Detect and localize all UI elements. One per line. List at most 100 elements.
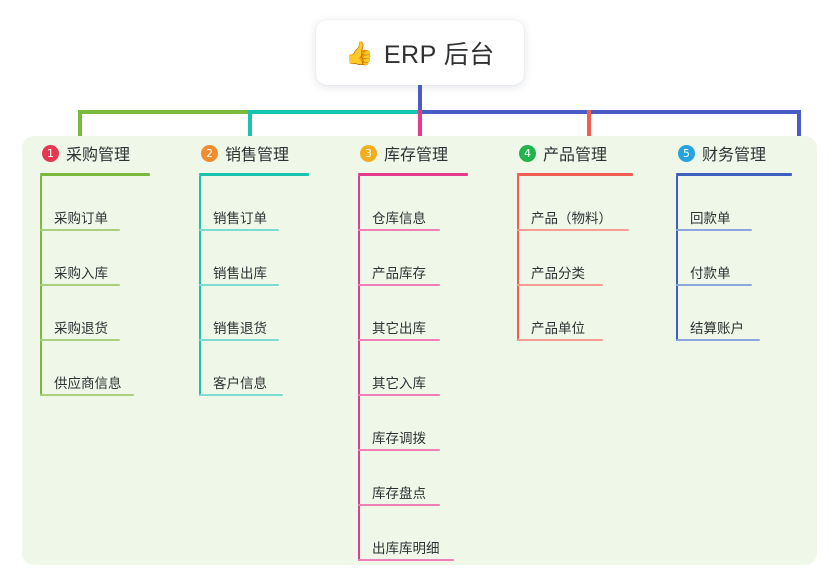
module-item[interactable]: 库存盘点 bbox=[358, 451, 499, 506]
module-item[interactable]: 销售退货 bbox=[199, 286, 340, 341]
module-item-rule bbox=[199, 229, 279, 231]
module-spine bbox=[40, 176, 42, 396]
module-item[interactable]: 仓库信息 bbox=[358, 176, 499, 231]
module-item-rule bbox=[358, 504, 440, 506]
module-item-rule bbox=[517, 339, 603, 341]
module-item-label: 客户信息 bbox=[213, 376, 267, 392]
module-title: 产品管理 bbox=[543, 147, 608, 164]
module-header[interactable]: 3 库存管理 bbox=[340, 136, 499, 170]
module-header-rule bbox=[676, 173, 792, 176]
module-item-rule bbox=[40, 229, 120, 231]
module-item[interactable]: 采购入库 bbox=[40, 231, 181, 286]
module-item-label: 库存调拨 bbox=[372, 431, 426, 447]
module-header[interactable]: 1 采购管理 bbox=[22, 136, 181, 170]
module-header[interactable]: 2 销售管理 bbox=[181, 136, 340, 170]
module-item-rule bbox=[358, 559, 454, 561]
module-header-rule bbox=[358, 173, 468, 176]
module-item-rule bbox=[40, 284, 120, 286]
module-column: 1 采购管理采购订单采购入库采购退货供应商信息 bbox=[22, 136, 181, 565]
module-items: 采购订单采购入库采购退货供应商信息 bbox=[40, 176, 181, 396]
module-badge: 3 bbox=[360, 144, 377, 162]
module-column: 4 产品管理产品（物料） 产品分类产品单位 bbox=[499, 136, 658, 565]
module-item[interactable]: 采购订单 bbox=[40, 176, 181, 231]
module-spine bbox=[358, 176, 360, 561]
module-badge: 2 bbox=[201, 144, 218, 162]
module-item-rule bbox=[199, 394, 283, 396]
root-node-card[interactable]: 👍 ERP 后台 bbox=[316, 20, 524, 85]
module-item[interactable]: 客户信息 bbox=[199, 341, 340, 396]
module-spine bbox=[676, 176, 678, 341]
module-item-label: 销售出库 bbox=[213, 266, 267, 282]
module-item-rule bbox=[676, 284, 752, 286]
module-item[interactable]: 库存调拨 bbox=[358, 396, 499, 451]
module-item[interactable]: 付款单 bbox=[676, 231, 817, 286]
module-items: 回款单付款单结算账户 bbox=[676, 176, 817, 341]
module-item-rule bbox=[358, 449, 440, 451]
module-item-rule bbox=[676, 229, 752, 231]
module-item[interactable]: 供应商信息 bbox=[40, 341, 181, 396]
module-item-rule bbox=[358, 394, 440, 396]
module-item-rule bbox=[199, 339, 279, 341]
module-items: 仓库信息产品库存其它出库其它入库库存调拨库存盘点出库库明细 bbox=[358, 176, 499, 561]
module-header[interactable]: 5 财务管理 bbox=[658, 136, 817, 170]
module-header-rule bbox=[40, 173, 150, 176]
module-item[interactable]: 采购退货 bbox=[40, 286, 181, 341]
module-title: 销售管理 bbox=[225, 147, 290, 164]
module-item[interactable]: 结算账户 bbox=[676, 286, 817, 341]
module-item-label: 其它入库 bbox=[372, 376, 426, 392]
module-spine bbox=[517, 176, 519, 341]
module-item[interactable]: 回款单 bbox=[676, 176, 817, 231]
module-item[interactable]: 其它入库 bbox=[358, 341, 499, 396]
module-item-rule bbox=[517, 229, 629, 231]
module-badge: 1 bbox=[42, 144, 59, 162]
module-item-label: 供应商信息 bbox=[54, 376, 122, 392]
module-item-label: 采购退货 bbox=[54, 321, 108, 337]
module-items: 产品（物料） 产品分类产品单位 bbox=[517, 176, 658, 341]
module-item-label: 结算账户 bbox=[690, 321, 744, 337]
module-item-label: 出库库明细 bbox=[372, 541, 440, 557]
module-item-label: 销售退货 bbox=[213, 321, 267, 337]
module-items: 销售订单销售出库销售退货客户信息 bbox=[199, 176, 340, 396]
module-item-rule bbox=[517, 284, 603, 286]
module-badge: 4 bbox=[519, 144, 536, 162]
root-node-content: 👍 ERP 后台 bbox=[345, 35, 495, 71]
module-item-label: 产品分类 bbox=[531, 266, 585, 282]
module-item-rule bbox=[199, 284, 279, 286]
module-item[interactable]: 产品（物料） bbox=[517, 176, 658, 231]
module-columns: 1 采购管理采购订单采购入库采购退货供应商信息 2 销售管理销售订单销售出库销售退货客… bbox=[22, 136, 817, 565]
module-item[interactable]: 产品单位 bbox=[517, 286, 658, 341]
module-item-label: 回款单 bbox=[690, 211, 731, 227]
module-header[interactable]: 4 产品管理 bbox=[499, 136, 658, 170]
module-badge: 5 bbox=[678, 144, 695, 162]
module-header-rule bbox=[199, 173, 309, 176]
module-item[interactable]: 销售订单 bbox=[199, 176, 340, 231]
module-header-rule bbox=[517, 173, 633, 176]
module-item[interactable]: 其它出库 bbox=[358, 286, 499, 341]
module-item[interactable]: 产品分类 bbox=[517, 231, 658, 286]
root-node-title: ERP 后台 bbox=[383, 40, 495, 69]
module-item[interactable]: 销售出库 bbox=[199, 231, 340, 286]
module-column: 3 库存管理仓库信息产品库存其它出库其它入库库存调拨库存盘点出库库明细 bbox=[340, 136, 499, 565]
module-item[interactable]: 产品库存 bbox=[358, 231, 499, 286]
module-title: 财务管理 bbox=[702, 147, 767, 164]
diagram-panel bbox=[22, 136, 817, 565]
module-item-label: 产品（物料） bbox=[531, 211, 612, 227]
module-item-rule bbox=[358, 339, 440, 341]
module-column: 2 销售管理销售订单销售出库销售退货客户信息 bbox=[181, 136, 340, 565]
module-item-label: 仓库信息 bbox=[372, 211, 426, 227]
module-item-label: 采购入库 bbox=[54, 266, 108, 282]
module-title: 库存管理 bbox=[384, 147, 449, 164]
module-item-rule bbox=[358, 229, 440, 231]
module-item-label: 采购订单 bbox=[54, 211, 108, 227]
module-item-rule bbox=[358, 284, 440, 286]
module-item-label: 产品库存 bbox=[372, 266, 426, 282]
module-title: 采购管理 bbox=[66, 147, 131, 164]
module-item-rule bbox=[40, 394, 134, 396]
thumbs-up-icon: 👍 bbox=[345, 40, 374, 66]
module-item-label: 库存盘点 bbox=[372, 486, 426, 502]
module-item-label: 产品单位 bbox=[531, 321, 585, 337]
module-item-label: 销售订单 bbox=[213, 211, 267, 227]
module-item-label: 其它出库 bbox=[372, 321, 426, 337]
module-item-rule bbox=[40, 339, 120, 341]
module-item[interactable]: 出库库明细 bbox=[358, 506, 499, 561]
